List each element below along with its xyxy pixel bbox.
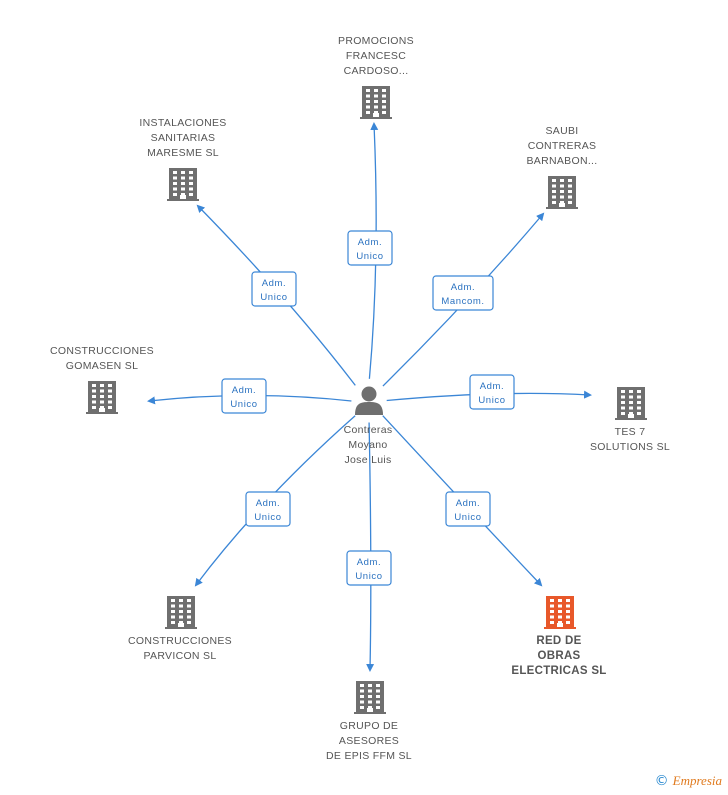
- company-label-tes7[interactable]: TES 7: [615, 426, 646, 438]
- role-text: Unico: [254, 512, 281, 523]
- role-badge-gomasen: Adm. Unico: [221, 378, 267, 414]
- person-name-line[interactable]: Jose Luis: [344, 454, 391, 466]
- company-label-parvicon[interactable]: CONSTRUCCIONES: [128, 635, 232, 647]
- company-label-red[interactable]: OBRAS: [537, 650, 580, 662]
- building-icon[interactable]: [544, 596, 576, 629]
- role-labels: Adm.UnicoAdm.UnicoAdm.Mancom.Adm.UnicoAd…: [221, 230, 515, 586]
- company-label-instalaciones[interactable]: INSTALACIONES: [139, 117, 226, 129]
- person-name-line[interactable]: Moyano: [348, 439, 387, 451]
- role-badge-saubi: Adm. Mancom.: [432, 275, 494, 311]
- role-badge-parvicon: Adm. Unico: [245, 491, 291, 527]
- company-label-promocions[interactable]: CARDOSO...: [344, 65, 409, 77]
- role-text: Adm.: [262, 278, 287, 289]
- role-text: Adm.: [451, 282, 476, 293]
- company-label-grupo[interactable]: ASESORES: [339, 735, 399, 747]
- role-text: Unico: [454, 512, 481, 523]
- building-icon[interactable]: [167, 168, 199, 201]
- company-label-parvicon[interactable]: PARVICON SL: [144, 650, 217, 662]
- company-label-saubi[interactable]: SAUBI: [545, 125, 578, 137]
- company-label-promocions[interactable]: FRANCESC: [346, 50, 406, 62]
- role-badge-tes7: Adm. Unico: [469, 374, 515, 410]
- role-text: Mancom.: [441, 296, 484, 307]
- company-label-red[interactable]: RED DE: [536, 635, 581, 647]
- role-text: Adm.: [358, 237, 383, 248]
- company-label-promocions[interactable]: PROMOCIONS: [338, 35, 414, 47]
- building-icon[interactable]: [86, 381, 118, 414]
- person-name-line[interactable]: Contreras: [344, 424, 393, 436]
- building-icon[interactable]: [354, 681, 386, 714]
- role-text: Adm.: [480, 381, 505, 392]
- role-text: Unico: [230, 399, 257, 410]
- footer-brand: © Empresia: [655, 773, 722, 789]
- building-icon[interactable]: [615, 387, 647, 420]
- person-icon[interactable]: [355, 386, 383, 416]
- building-icon[interactable]: [360, 86, 392, 119]
- role-text: Unico: [260, 292, 287, 303]
- role-text: Unico: [356, 251, 383, 262]
- company-label-saubi[interactable]: CONTRERAS: [528, 140, 597, 152]
- company-label-tes7[interactable]: SOLUTIONS SL: [590, 441, 670, 453]
- company-label-instalaciones[interactable]: SANITARIAS: [151, 132, 216, 144]
- role-badge-instalaciones: Adm. Unico: [251, 271, 297, 307]
- building-icon[interactable]: [546, 176, 578, 209]
- role-text: Adm.: [456, 498, 481, 509]
- company-label-red[interactable]: ELECTRICAS SL: [511, 665, 606, 677]
- copyright-symbol: ©: [654, 773, 669, 789]
- company-label-instalaciones[interactable]: MARESME SL: [147, 147, 219, 159]
- company-label-grupo[interactable]: GRUPO DE: [340, 720, 398, 732]
- company-label-grupo[interactable]: DE EPIS FFM SL: [326, 750, 412, 762]
- role-text: Adm.: [232, 385, 257, 396]
- building-icon[interactable]: [165, 596, 197, 629]
- brand-name[interactable]: Empresia: [672, 773, 722, 788]
- role-text: Unico: [478, 395, 505, 406]
- company-label-gomasen[interactable]: CONSTRUCCIONES: [50, 345, 154, 357]
- role-badge-grupo: Adm. Unico: [346, 550, 392, 586]
- role-badge-promocions: Adm. Unico: [347, 230, 393, 266]
- role-text: Unico: [355, 571, 382, 582]
- role-text: Adm.: [357, 557, 382, 568]
- company-label-gomasen[interactable]: GOMASEN SL: [66, 360, 138, 372]
- company-label-saubi[interactable]: BARNABON...: [527, 155, 598, 167]
- role-badge-red: Adm. Unico: [445, 491, 491, 527]
- role-text: Adm.: [256, 498, 281, 509]
